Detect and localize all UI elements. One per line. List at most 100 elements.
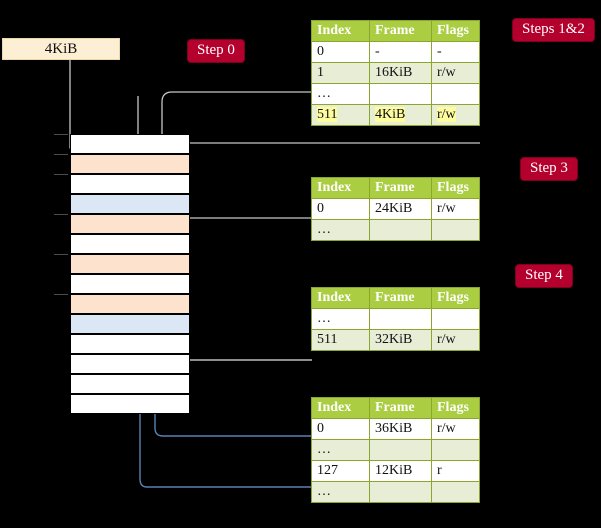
cell-frame: - xyxy=(369,41,432,63)
cell-frame xyxy=(369,308,432,330)
memory-frame-6 xyxy=(70,254,190,274)
wire-t2-to-memory xyxy=(179,217,312,259)
column-header-flags: Flags xyxy=(431,20,480,42)
table-row: … xyxy=(311,83,480,105)
table-header-row: Index Frame Flags xyxy=(311,177,480,199)
source-page-box: 4KiB xyxy=(2,38,120,60)
cell-frame: 24KiB xyxy=(369,198,432,220)
badge-steps-1-and-2: Steps 1&2 xyxy=(513,19,594,42)
memory-tick-1 xyxy=(54,154,68,155)
cell-index: … xyxy=(311,481,370,503)
cell-index: 0 xyxy=(311,41,370,63)
memory-frame-9 xyxy=(70,314,190,334)
cell-flags: r/w xyxy=(431,62,480,84)
cell-flags: r/w xyxy=(431,198,480,220)
cell-index: 511 xyxy=(311,104,370,126)
memory-tick-6 xyxy=(54,254,68,255)
column-header-frame: Frame xyxy=(369,397,432,419)
memory-frame-10 xyxy=(70,334,190,354)
wire-t4-row127-to-memory xyxy=(133,207,312,488)
cell-index: 0 xyxy=(311,198,370,220)
cell-flags xyxy=(431,83,480,105)
badge-step-4: Step 4 xyxy=(516,265,572,288)
table-header-row: Index Frame Flags xyxy=(311,287,480,309)
cell-frame xyxy=(369,481,432,503)
cell-index: 511 xyxy=(311,329,370,351)
wire-t1-to-memory xyxy=(161,91,312,152)
cell-index: … xyxy=(311,439,370,461)
column-header-flags: Flags xyxy=(431,177,480,199)
column-header-frame: Frame xyxy=(369,20,432,42)
table-row: … xyxy=(311,219,480,241)
cell-frame: 4KiB xyxy=(369,104,432,126)
table-row: … xyxy=(311,439,480,461)
memory-frame-11 xyxy=(70,354,190,374)
badge-step-0: Step 0 xyxy=(188,40,244,63)
memory-frame-4 xyxy=(70,214,190,234)
cell-flags xyxy=(431,219,480,241)
memory-frame-7 xyxy=(70,274,190,294)
cell-index: … xyxy=(311,83,370,105)
memory-frame-8 xyxy=(70,294,190,314)
column-header-index: Index xyxy=(311,20,370,42)
memory-frame-13 xyxy=(70,394,190,414)
table-header-row: Index Frame Flags xyxy=(311,397,480,419)
memory-frame-12 xyxy=(70,374,190,394)
column-header-flags: Flags xyxy=(431,287,480,309)
table-row: … xyxy=(311,308,480,330)
column-header-frame: Frame xyxy=(369,177,432,199)
column-header-index: Index xyxy=(311,287,370,309)
cell-flags xyxy=(431,481,480,503)
cell-flags: - xyxy=(431,41,480,63)
column-header-index: Index xyxy=(311,177,370,199)
cell-index: 0 xyxy=(311,418,370,440)
wire-t3-to-memory xyxy=(174,306,312,361)
memory-tick-4 xyxy=(54,214,68,215)
memory-tick-2 xyxy=(54,174,68,175)
cell-frame: 12KiB xyxy=(369,460,432,482)
cell-frame xyxy=(369,83,432,105)
column-header-flags: Flags xyxy=(431,397,480,419)
cell-index: 1 xyxy=(311,62,370,84)
column-header-index: Index xyxy=(311,397,370,419)
memory-frame-1 xyxy=(70,154,190,174)
cell-frame xyxy=(369,439,432,461)
badge-step-3: Step 3 xyxy=(521,158,577,181)
cell-flags: r xyxy=(431,460,480,482)
cell-flags xyxy=(431,439,480,461)
physical-memory-column xyxy=(54,134,190,414)
cell-index: 127 xyxy=(311,460,370,482)
cell-flags: r/w xyxy=(431,104,480,126)
cell-index: … xyxy=(311,308,370,330)
cell-frame xyxy=(369,219,432,241)
memory-frame-0 xyxy=(70,134,190,154)
cell-flags xyxy=(431,308,480,330)
table-row: … xyxy=(311,481,480,503)
cell-frame: 16KiB xyxy=(369,62,432,84)
cell-frame: 32KiB xyxy=(369,329,432,351)
table-row: 0-- xyxy=(311,41,480,63)
cell-index: … xyxy=(311,219,370,241)
column-header-frame: Frame xyxy=(369,287,432,309)
memory-tick-8 xyxy=(54,294,68,295)
memory-frame-3 xyxy=(70,194,190,214)
cell-frame: 36KiB xyxy=(369,418,432,440)
memory-frame-5 xyxy=(70,234,190,254)
wire-t4-row0-to-memory xyxy=(148,333,312,437)
table-header-row: Index Frame Flags xyxy=(311,20,480,42)
